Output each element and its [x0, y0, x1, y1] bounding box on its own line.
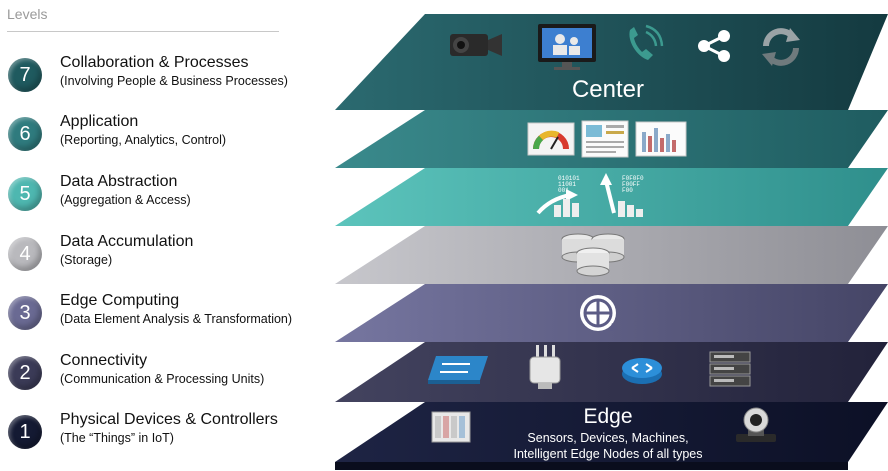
report-icon: [581, 120, 629, 158]
level-6-name: Application: [60, 113, 139, 130]
server-icon: [709, 351, 751, 387]
bits-left-2: 11001: [558, 181, 576, 188]
edge-subtitle-2: Intelligent Edge Nodes of all types: [513, 447, 702, 461]
level-5-badge: 5: [8, 177, 42, 211]
edge-label: Edge: [583, 405, 632, 428]
level-1-badge: 1: [8, 415, 42, 449]
center-label: Center: [572, 76, 644, 103]
bar-chart-icon: [635, 121, 687, 157]
level-7-badge: 7: [8, 58, 42, 92]
iot-layer-stack: Center 010101 11001 001 F0F0F0 F00FF F00: [335, 14, 888, 470]
bits-right-1: F0F0F0: [622, 175, 644, 182]
levels-title: Levels: [7, 6, 48, 22]
controller-icon: [431, 411, 471, 443]
phone-icon: [629, 24, 664, 60]
gauge-icon: [527, 122, 575, 156]
bits-right-2: F00FF: [622, 181, 640, 188]
level-6-badge: 6: [8, 117, 42, 151]
level-4-name: Data Accumulation: [60, 233, 194, 250]
levels-divider: [7, 31, 279, 32]
camera-icon: [736, 407, 776, 442]
edge-subtitle-1: Sensors, Devices, Machines,: [527, 431, 688, 445]
level-5: 5 Data Abstraction (Aggregation & Access…: [8, 173, 338, 221]
video-camera-icon: [450, 34, 502, 56]
level-7-desc: (Involving People & Business Processes): [60, 74, 288, 88]
level-3: 3 Edge Computing (Data Element Analysis …: [8, 292, 338, 340]
level-1-desc: (The “Things” in IoT): [60, 431, 174, 445]
bits-left-1: 010101: [558, 175, 580, 182]
level-2: 2 Connectivity (Communication & Processi…: [8, 352, 338, 400]
level-1-name: Physical Devices & Controllers: [60, 411, 278, 428]
level-4: 4 Data Accumulation (Storage): [8, 233, 338, 281]
level-6-desc: (Reporting, Analytics, Control): [60, 133, 227, 147]
data-up-left-icon: 010101 11001 001: [536, 175, 580, 217]
switch-icon: [428, 356, 488, 384]
level-2-badge: 2: [8, 356, 42, 390]
access-point-icon: [529, 345, 561, 389]
database-icon: [561, 233, 625, 277]
level-3-badge: 3: [8, 296, 42, 330]
share-icon: [698, 30, 730, 62]
data-up-right-icon: F0F0F0 F00FF F00: [600, 173, 644, 217]
bits-right-3: F00: [622, 187, 633, 194]
level-4-badge: 4: [8, 237, 42, 271]
router-icon: [622, 358, 662, 384]
level-3-name: Edge Computing: [60, 292, 180, 309]
globe-network-icon: [580, 295, 618, 331]
level-3-desc: (Data Element Analysis & Transformation): [60, 312, 293, 326]
level-5-name: Data Abstraction: [60, 173, 178, 190]
level-5-desc: (Aggregation & Access): [60, 193, 191, 207]
level-6: 6 Application (Reporting, Analytics, Con…: [8, 113, 338, 161]
level-4-desc: (Storage): [60, 253, 113, 267]
level-7-name: Collaboration & Processes: [60, 54, 249, 71]
level-2-name: Connectivity: [60, 352, 148, 369]
sync-icon: [762, 28, 800, 66]
level-1: 1 Physical Devices & Controllers (The “T…: [8, 411, 338, 459]
level-7: 7 Collaboration & Processes (Involving P…: [8, 54, 338, 102]
telepresence-icon: [538, 24, 596, 70]
level-2-desc: (Communication & Processing Units): [60, 372, 265, 386]
layer-2-slab: [335, 342, 888, 402]
bits-left-3: 001: [558, 187, 569, 194]
